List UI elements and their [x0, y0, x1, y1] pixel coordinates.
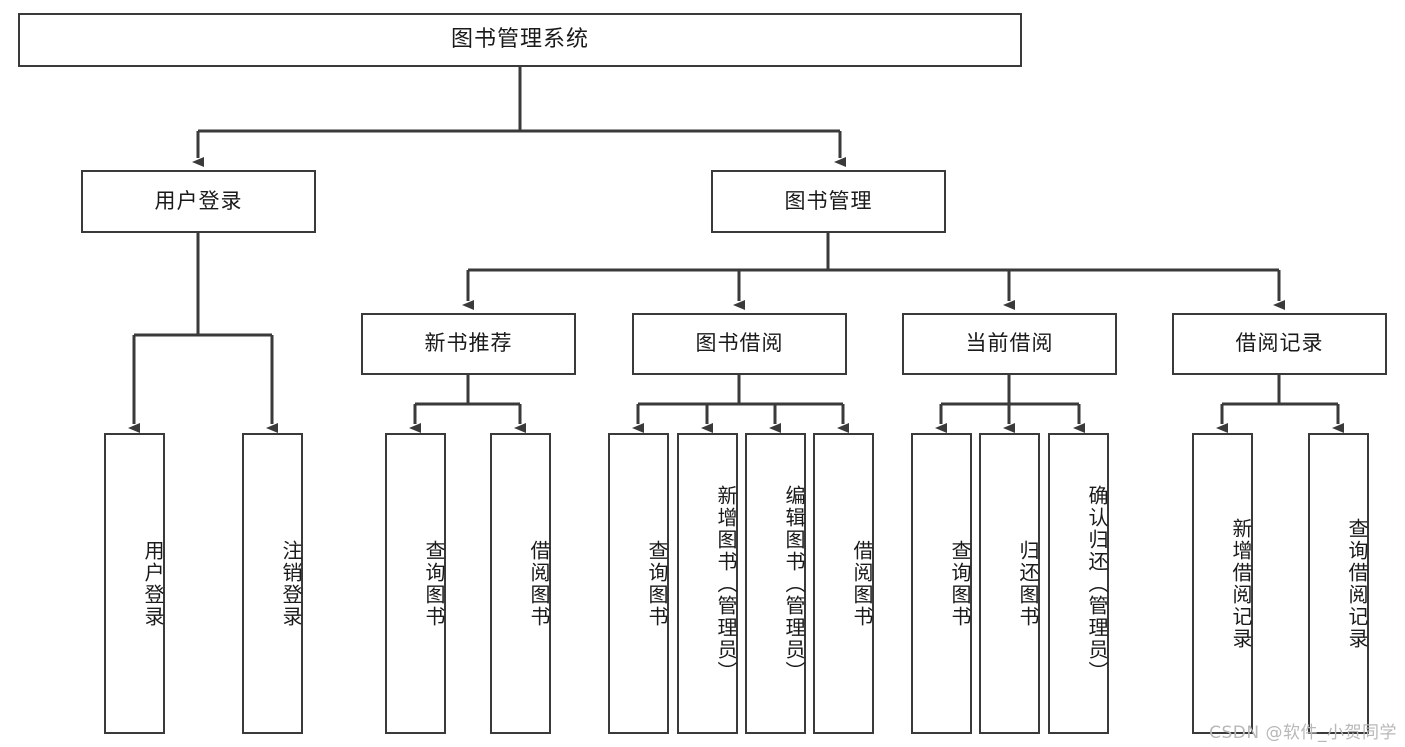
- node-label: 用户登录: [154, 188, 243, 213]
- leaf-user-login-login[interactable]: 用户登录: [104, 433, 165, 734]
- leaf-borrow-record-query-record[interactable]: 查询借阅记录: [1308, 433, 1369, 734]
- leaf-user-login-logout[interactable]: 注销登录: [242, 433, 303, 734]
- node-user-login[interactable]: 用户登录: [81, 170, 316, 233]
- node-label: 借阅图书: [527, 539, 551, 628]
- leaf-current-borrow-confirm-return-admin[interactable]: 确认归还（管理员）: [1048, 433, 1109, 734]
- node-label: 确认归还（管理员）: [1085, 484, 1109, 683]
- leaf-book-borrow-query-books[interactable]: 查询图书: [608, 433, 669, 734]
- node-borrow-record[interactable]: 借阅记录: [1172, 313, 1387, 375]
- leaf-book-borrow-borrow-books[interactable]: 借阅图书: [813, 433, 874, 734]
- node-label: 新书推荐: [424, 331, 513, 356]
- csdn-watermark: CSDN @软件_小贺同学: [1209, 723, 1397, 743]
- node-current-borrow[interactable]: 当前借阅: [902, 313, 1117, 375]
- leaf-borrow-record-add-record[interactable]: 新增借阅记录: [1192, 433, 1253, 734]
- node-new-book-recommendation[interactable]: 新书推荐: [361, 313, 576, 375]
- node-label: 查询图书: [948, 539, 972, 628]
- leaf-current-borrow-query-books[interactable]: 查询图书: [911, 433, 972, 734]
- node-label: 图书借阅: [695, 331, 784, 356]
- node-root-book-management-system[interactable]: 图书管理系统: [18, 13, 1022, 67]
- node-label: 当前借阅: [965, 331, 1054, 356]
- node-book-management[interactable]: 图书管理: [711, 170, 946, 233]
- node-label: 借阅图书: [850, 539, 874, 628]
- node-label: 新增图书（管理员）: [714, 484, 738, 683]
- node-label: 查询借阅记录: [1345, 517, 1369, 650]
- node-label: 借阅记录: [1235, 331, 1324, 356]
- leaf-current-borrow-return-books[interactable]: 归还图书: [979, 433, 1040, 734]
- node-label: 注销登录: [279, 539, 303, 628]
- leaf-book-borrow-add-book-admin[interactable]: 新增图书（管理员）: [677, 433, 738, 734]
- node-label: 图书管理: [784, 188, 873, 213]
- node-label: 编辑图书（管理员）: [782, 484, 806, 683]
- leaf-new-book-query-books[interactable]: 查询图书: [385, 433, 446, 734]
- node-label: 新增借阅记录: [1229, 517, 1253, 650]
- node-label: 用户登录: [141, 539, 165, 628]
- node-label: 查询图书: [645, 539, 669, 628]
- leaf-book-borrow-edit-book-admin[interactable]: 编辑图书（管理员）: [745, 433, 806, 734]
- node-label: 查询图书: [422, 539, 446, 628]
- node-label: 图书管理系统: [450, 26, 589, 52]
- node-book-borrow[interactable]: 图书借阅: [632, 313, 847, 375]
- leaf-new-book-borrow-books[interactable]: 借阅图书: [490, 433, 551, 734]
- node-label: 归还图书: [1016, 539, 1040, 628]
